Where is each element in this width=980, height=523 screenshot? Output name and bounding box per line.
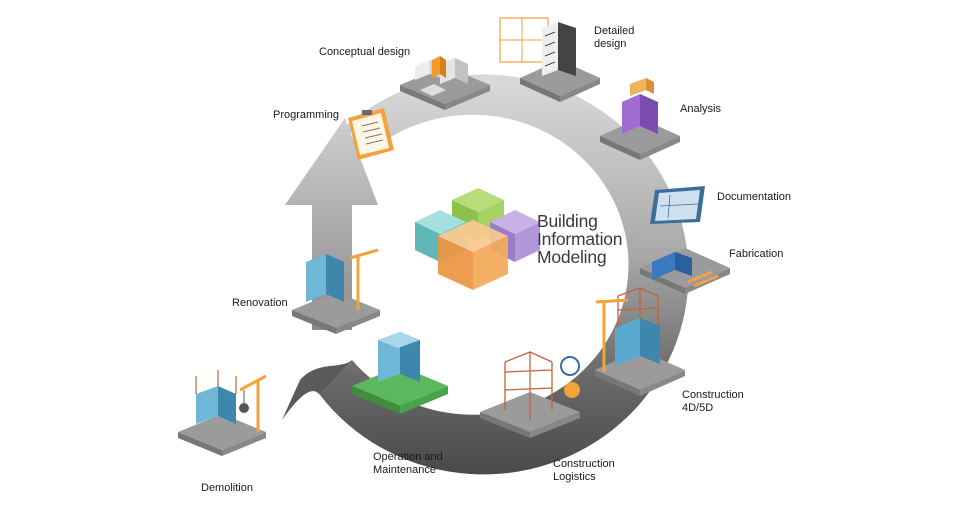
- demolition-illustration: [178, 370, 267, 456]
- coin-icon: [564, 382, 580, 398]
- label-fabrication: Fabrication: [729, 248, 784, 260]
- label-documentation: Documentation: [717, 191, 791, 203]
- fabrication-illustration: [640, 248, 730, 294]
- renovation-illustration: [292, 248, 380, 334]
- ring-arrow: [285, 118, 378, 330]
- label-conceptual-design: Conceptual design: [319, 46, 411, 58]
- label-demolition: Demolition: [201, 482, 253, 494]
- detailed-design-illustration: [499, 17, 600, 102]
- label-construction-logistics: Construction Logistics: [553, 458, 615, 483]
- label-analysis: Analysis: [680, 103, 721, 115]
- operation-maintenance-illustration: [352, 332, 448, 414]
- documentation-illustration: [650, 186, 705, 224]
- label-operation-maintenance: Operation and Maintenance: [373, 451, 443, 476]
- bim-title: Building Information Modeling: [537, 211, 623, 267]
- conceptual-design-illustration: [400, 56, 490, 110]
- label-construction: Construction 4D/5D: [682, 389, 744, 414]
- label-renovation: Renovation: [232, 297, 288, 309]
- programming-illustration: [348, 108, 394, 160]
- analysis-illustration: [600, 78, 680, 160]
- construction-illustration: [595, 287, 685, 396]
- bim-cube-logo: [415, 188, 540, 290]
- wrecking-ball-icon: [239, 403, 249, 413]
- label-programming: Programming: [273, 109, 340, 121]
- stopwatch-icon: [560, 356, 580, 376]
- ring-tail: [282, 360, 352, 420]
- label-detailed-design: Detailed design: [594, 25, 635, 50]
- construction-logistics-illustration: [480, 351, 580, 438]
